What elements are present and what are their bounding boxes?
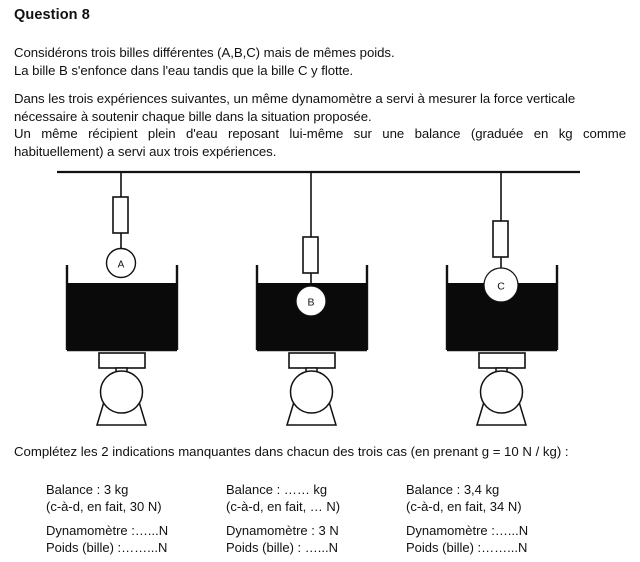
ball-b — [295, 285, 327, 317]
dynamometer-reading-a: Dynamomètre :…...N — [46, 523, 169, 538]
answer-column-a: Balance : 3 kg (c-à-d, en fait, 30 N) Dy… — [46, 482, 168, 556]
setup-line-1: Dans les trois expériences suivantes, un… — [14, 91, 576, 106]
experiment-diagram: A B — [57, 170, 580, 426]
setup-line-2: nécessaire à soutenir chaque bille dans … — [14, 108, 372, 124]
spacer-c — [406, 515, 528, 523]
ball-weight-a: Poids (bille) :……...N — [46, 539, 168, 555]
ball-c-label: C — [497, 281, 505, 293]
ball-a-label: A — [118, 260, 125, 271]
ball-b-label: B — [307, 297, 314, 309]
spacer-a — [46, 515, 168, 523]
scale-dial-b — [289, 370, 334, 414]
balance-reading-c: Balance : 3,4 kg — [406, 482, 500, 497]
dynamometer-c — [492, 220, 509, 258]
ball-c — [483, 267, 519, 303]
dynamometer-a — [112, 196, 129, 234]
water-body-a — [67, 283, 177, 350]
balance-newtons-a: (c-à-d, en fait, 30 N) — [46, 498, 162, 514]
scale-platform-b — [288, 352, 336, 369]
instruction-line: Complétez les 2 indications manquantes d… — [14, 444, 569, 459]
experiment-b: B — [255, 172, 369, 426]
answer-column-c: Balance : 3,4 kg (c-à-d, en fait, 34 N) … — [406, 482, 528, 556]
balance-newtons-c: (c-à-d, en fait, 34 N) — [406, 498, 522, 514]
scale-platform-a — [98, 352, 146, 369]
ball-a — [105, 247, 137, 279]
ball-weight-c: Poids (bille) :……...N — [406, 539, 528, 555]
setup-line-3: Un même récipient plein d'eau reposant l… — [14, 126, 626, 141]
intro-line-2: La bille B s'enfonce dans l'eau tandis q… — [14, 62, 354, 78]
scale-platform-c — [478, 352, 526, 369]
scale-dial-a — [99, 370, 144, 414]
ball-weight-b: Poids (bille) : …...N — [226, 539, 338, 555]
page-title: Question 8 — [14, 7, 90, 23]
spacer-b — [226, 515, 340, 523]
intro-line-1: Considérons trois billes différentes (A,… — [14, 45, 395, 60]
answer-column-b: Balance : …… kg (c-à-d, en fait, … N) Dy… — [226, 482, 340, 556]
balance-reading-a: Balance : 3 kg — [46, 482, 129, 497]
intro-paragraph: Considérons trois billes différentes (A,… — [14, 44, 626, 79]
scale-dial-c — [479, 370, 524, 414]
balance-reading-b: Balance : …… kg — [226, 482, 328, 497]
balance-newtons-b: (c-à-d, en fait, … N) — [226, 498, 341, 514]
experiment-a: A — [65, 172, 179, 426]
setup-paragraph: Dans les trois expériences suivantes, un… — [14, 90, 626, 160]
experiment-c: C — [445, 172, 559, 426]
setup-line-4: habituellement) a servi aux trois expéri… — [14, 143, 277, 159]
dynamometer-b — [302, 236, 319, 274]
dynamometer-reading-c: Dynamomètre :…...N — [406, 523, 529, 538]
answers-section: Balance : 3 kg (c-à-d, en fait, 30 N) Dy… — [0, 482, 640, 555]
dynamometer-reading-b: Dynamomètre : 3 N — [226, 523, 339, 538]
